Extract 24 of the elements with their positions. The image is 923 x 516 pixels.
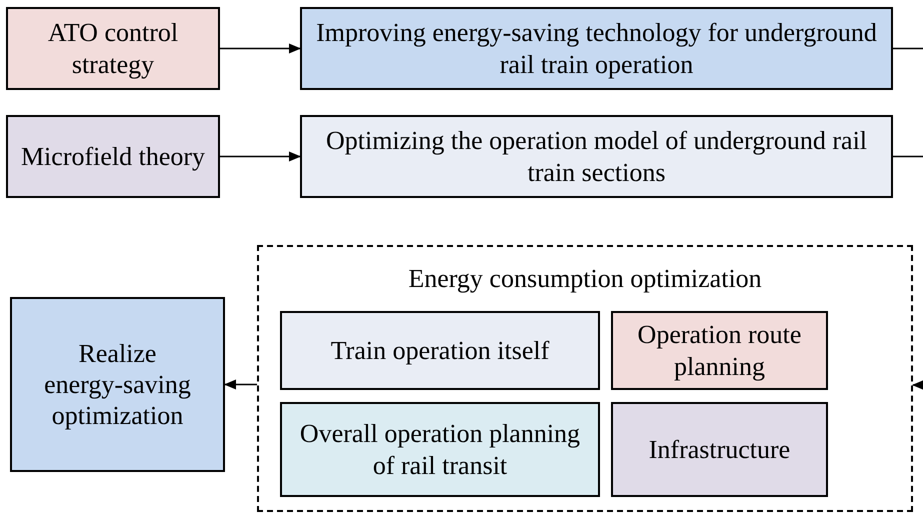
node-text: ATO control strategy (46, 17, 180, 80)
node-text: Microfield theory (20, 140, 206, 172)
arrow (224, 380, 257, 390)
node-text: Train operation itself (330, 334, 550, 366)
arrow (220, 44, 301, 54)
process-box (611, 311, 828, 390)
node-text: Energy consumption optimization (408, 263, 762, 294)
arrow (912, 380, 923, 390)
process-box (280, 311, 600, 390)
process-box (611, 402, 828, 497)
process-box (10, 297, 225, 472)
process-box (6, 7, 220, 90)
dashed-group-box (257, 245, 913, 512)
process-box (280, 402, 600, 497)
node-text: Overall operation planning of rail transit (298, 418, 582, 481)
process-box (300, 7, 893, 90)
node-text: Realize energy-saving optimization (43, 338, 192, 432)
node-text: Infrastructure (648, 434, 790, 466)
arrow (220, 152, 301, 162)
node-text: Improving energy-saving technology for underground rail train operation (315, 17, 878, 80)
node-text: Operation route planning (636, 319, 802, 382)
process-box (6, 115, 220, 198)
node-text: Optimizing the operation model of underground rail train sections (324, 125, 868, 188)
process-box (300, 115, 893, 198)
